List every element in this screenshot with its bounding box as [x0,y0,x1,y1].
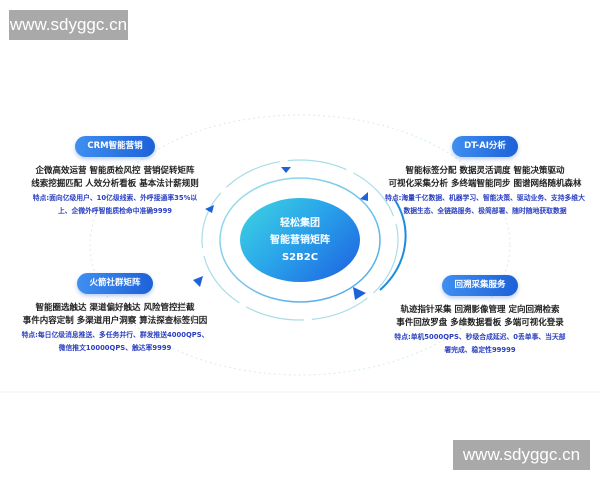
dtai-line: 智能标签分配 数据灵活调度 智能决策驱动 [405,166,565,176]
inner-orbit [219,177,381,303]
crm-line: 线索挖掘匹配 人效分析看板 基本法计薪规则 [31,179,199,189]
rocket-line: 智能圈选触达 渠道偏好触达 风险管控拦截 [35,303,195,313]
playback-title-pill: 回溯采集服务 [442,275,518,296]
crm-line: 企微高效运营 智能质检风控 营销促转矩阵 [35,166,195,176]
center-hub: 轻松集团 智能营销矩阵 S2B2C [240,198,360,282]
dtai-feature: 特点:海量千亿数据、机器学习、智能决策、驱动业务、支持多维大 [385,194,585,202]
watermark-bottom: www.sdyggc.cn [453,440,590,470]
arc-accent [379,199,407,291]
playback-feature: 特点:单机5000QPS、秒级合成延迟、0丢单事、当天部 [394,333,566,341]
playback-line: 轨迹指针采集 回溯影像管理 定向回溯检索 [400,305,560,315]
center-line2: 智能营销矩阵 [270,234,330,246]
playback-block: 回溯采集服务 轨迹指针采集 回溯影像管理 定向回溯检索 事件回放罗盘 多维数据看… [365,272,595,357]
rocket-feature: 特点:每日亿级消息推送、多任务并行、群发推送4000QPS、 [21,331,209,339]
rocket-line: 事件内容定制 多渠道用户洞察 算法探查标签归因 [22,316,208,326]
triangle-marker-icon [193,276,203,287]
watermark-top: www.sdyggc.cn [9,10,128,40]
dtai-block: DT-AI分析 智能标签分配 数据灵活调度 智能决策驱动 可视化采集分析 多终端… [370,133,600,218]
crm-feature: 特点:面向亿级用户、10亿级线索、外呼接通率35%以 [32,194,198,202]
dtai-line: 可视化采集分析 多终端智能同步 图谱网络随机森林 [388,179,582,189]
outer-dotted-orbit [89,114,511,376]
center-line1: 轻松集团 [280,217,320,229]
dtai-feature: 数据生态、全链路服务、极简部署、随时随地获取数据 [403,207,567,215]
crm-block: CRM智能营销 企微高效运营 智能质检风控 营销促转矩阵 线索挖掘匹配 人效分析… [0,133,230,218]
triangle-marker-icon [281,167,291,173]
dtai-title-pill: DT-AI分析 [452,136,518,157]
center-line3: S2B2C [281,251,319,263]
middle-orbit [201,159,399,321]
crm-feature: 上、企微外呼智能质检命中准确9999 [57,207,173,215]
crm-title-pill: CRM智能营销 [75,136,155,157]
playback-line: 事件回放罗盘 多维数据看板 多端可视化登录 [396,318,564,328]
rocket-feature: 微信推文10000QPS、触达率9999 [58,344,172,352]
playback-feature: 署完成、稳定性99999 [444,346,516,354]
triangle-marker-icon [360,192,368,201]
triangle-marker-icon [205,205,214,213]
triangle-marker-icon [353,287,366,300]
rocket-title-pill: 火箭社群矩阵 [77,273,153,294]
rocket-block: 火箭社群矩阵 智能圈选触达 渠道偏好触达 风险管控拦截 事件内容定制 多渠道用户… [0,270,230,355]
